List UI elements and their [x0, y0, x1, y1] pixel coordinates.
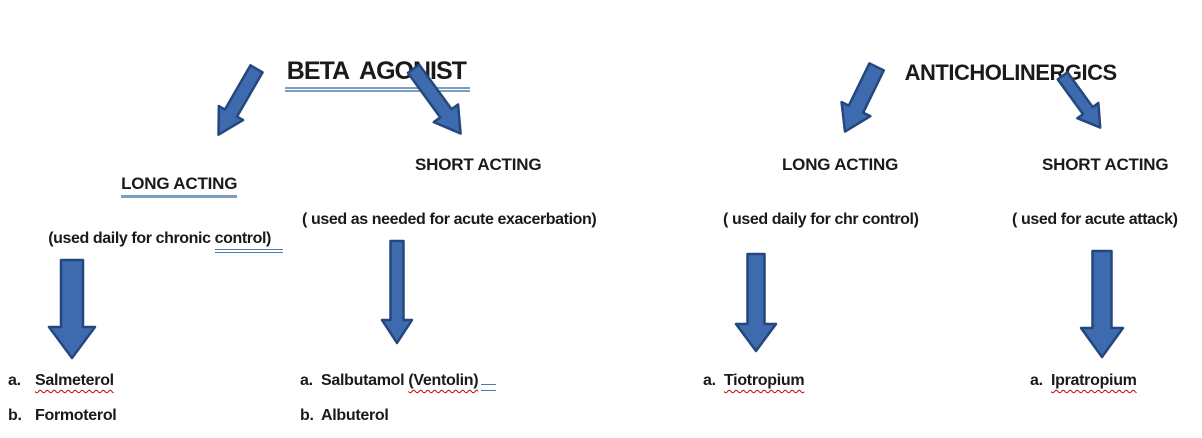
drug-name: Albuterol: [321, 407, 389, 424]
beta-long-acting-description: (used daily for chronic control): [32, 210, 283, 273]
anticholinergics-title: ANTICHOLINERGICS: [883, 37, 1118, 110]
arrow-down-icon: [1079, 249, 1125, 359]
beta-short-acting-label: SHORT ACTING: [415, 155, 542, 174]
anti-short-acting-description: ( used for acute attack): [1012, 211, 1178, 228]
arrow-down-right-icon: [406, 63, 462, 135]
anti-long-acting-description: ( used daily for chr control): [723, 211, 919, 228]
anti-short-acting-label: SHORT ACTING: [1042, 155, 1169, 174]
arrow-down-left-icon: [840, 62, 886, 133]
item-letter: b.: [300, 407, 314, 424]
drug-name: Salmeterol: [35, 372, 114, 389]
drug-list-item: a. Salbutamol (Ventolin): [300, 372, 497, 391]
description-underlined-word: control): [214, 229, 283, 254]
arrow-down-icon: [734, 252, 778, 353]
item-letter: a.: [703, 372, 716, 389]
item-letter: a.: [8, 372, 21, 389]
drug-name: Tiotropium: [724, 372, 805, 389]
drug-name: Salbutamol: [321, 372, 409, 389]
beta-short-acting-description: ( used as needed for acute exacerbation): [302, 211, 597, 228]
drug-list-item: a. Salmeterol: [8, 372, 114, 390]
arrow-down-left-icon: [217, 64, 264, 136]
beta-long-acting-label: LONG ACTING: [103, 156, 237, 217]
drug-list-item: a. Ipratropium: [1030, 372, 1137, 390]
drug-list-item: b. Formoterol: [8, 407, 117, 425]
anticholinergics-title-text: ANTICHOLINERGICS: [904, 60, 1118, 86]
drug-name: Formoterol: [35, 407, 117, 424]
arrow-down-right-icon: [1056, 71, 1102, 129]
anti-long-acting-label: LONG ACTING: [782, 155, 899, 174]
item-letter: a.: [1030, 372, 1043, 389]
drug-name: Ipratropium: [1051, 372, 1137, 389]
beta-long-acting-label-text: LONG ACTING: [121, 174, 237, 199]
item-letter: a.: [300, 372, 313, 389]
drug-name-brand: (Ventolin): [408, 372, 479, 389]
item-letter: b.: [8, 407, 22, 424]
arrow-down-icon: [380, 239, 414, 345]
drug-list-item: a. Tiotropium: [703, 372, 805, 390]
blue-double-underline-mark: [481, 384, 497, 391]
drug-list-item: b. Albuterol: [300, 407, 389, 425]
arrow-down-icon: [47, 258, 97, 360]
description-text: (used daily for chronic: [48, 230, 215, 248]
